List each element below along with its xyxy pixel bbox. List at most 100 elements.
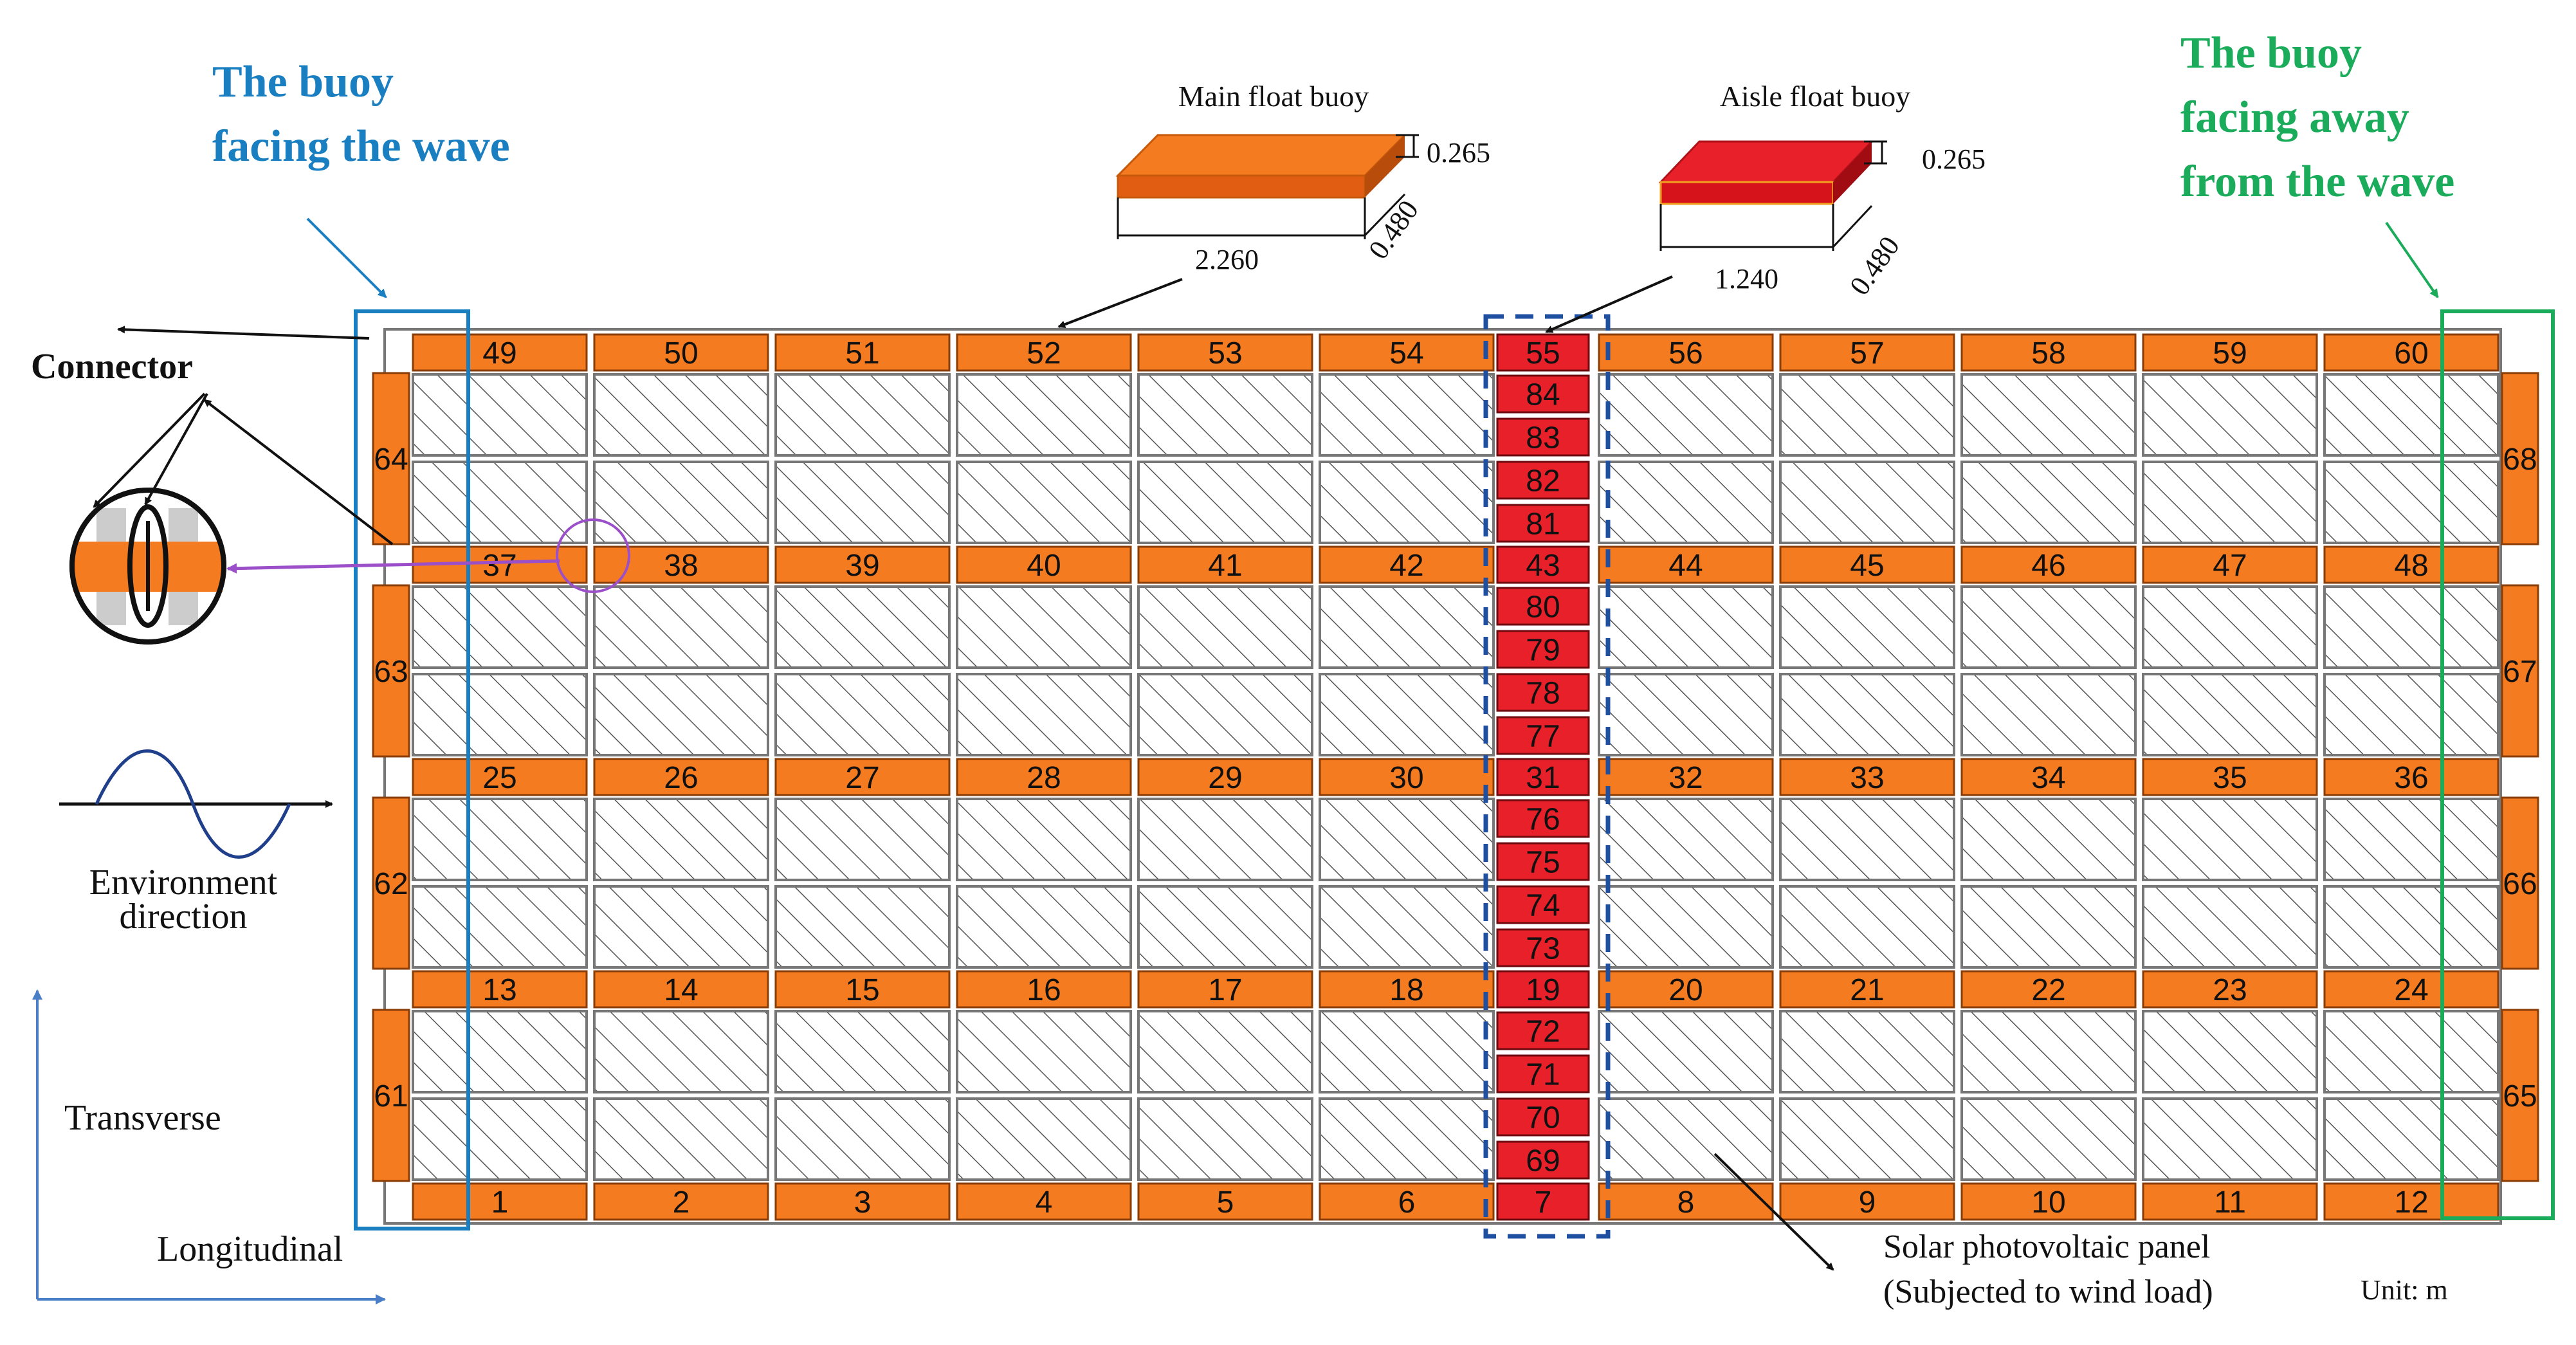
left-side-buoy bbox=[372, 1009, 410, 1182]
main-buoy-number: 40 bbox=[1027, 549, 1061, 583]
solar-panel bbox=[1960, 885, 2137, 969]
aisle-buoy-number: 80 bbox=[1526, 590, 1560, 625]
main-buoy bbox=[593, 1182, 769, 1221]
main-buoy bbox=[1137, 333, 1313, 372]
aisle-buoy-side-face bbox=[1833, 142, 1872, 204]
main-buoy bbox=[774, 1182, 951, 1221]
solar-panel bbox=[1779, 798, 1955, 881]
solar-panel bbox=[1598, 1010, 1774, 1093]
right-side-buoy-number: 68 bbox=[2503, 443, 2537, 477]
solar-panel bbox=[956, 373, 1132, 457]
main-buoy-number: 44 bbox=[1668, 549, 1703, 583]
main-buoy-number: 52 bbox=[1027, 336, 1061, 371]
main-buoy-number: 46 bbox=[2031, 549, 2065, 583]
aisle-dim-height: 0.265 bbox=[1922, 143, 1986, 175]
main-buoy bbox=[1779, 970, 1955, 1009]
main-buoy bbox=[2323, 545, 2499, 584]
right-side-buoy bbox=[2501, 1009, 2539, 1182]
solar-panel bbox=[593, 373, 769, 457]
solar-panel bbox=[1137, 673, 1313, 756]
aisle-buoy bbox=[1496, 842, 1590, 881]
connector-zoom-panel-left-low bbox=[96, 592, 126, 625]
solar-panel bbox=[1598, 885, 1774, 969]
main-buoy bbox=[1960, 1182, 2137, 1221]
aisle-dim-width-line bbox=[1832, 205, 1873, 248]
solar-panel bbox=[2142, 1010, 2318, 1093]
aisle-buoy bbox=[1496, 716, 1590, 755]
connector-arrow-zoom bbox=[93, 392, 206, 508]
solar-panel bbox=[412, 585, 588, 669]
solar-panel bbox=[956, 673, 1132, 756]
main-buoy-number: 23 bbox=[2213, 973, 2247, 1007]
aisle-buoy-number: 74 bbox=[1526, 889, 1560, 923]
solar-panel bbox=[956, 885, 1132, 969]
main-buoy-number: 9 bbox=[1859, 1185, 1876, 1220]
aisle-buoy-number: 83 bbox=[1526, 421, 1560, 455]
main-buoy bbox=[1598, 545, 1774, 584]
main-buoy-number: 24 bbox=[2394, 973, 2428, 1007]
solar-panel bbox=[1319, 798, 1495, 881]
solar-panel bbox=[1960, 585, 2137, 669]
aisle-buoy-number: 78 bbox=[1526, 677, 1560, 711]
main-buoy-number: 16 bbox=[1027, 973, 1061, 1007]
aisle-buoy bbox=[1496, 885, 1590, 924]
main-buoy bbox=[774, 333, 951, 372]
left-side-buoy-number: 63 bbox=[374, 655, 408, 689]
main-buoy bbox=[2323, 333, 2499, 372]
solar-panel bbox=[593, 461, 769, 544]
main-buoy-number: 37 bbox=[482, 549, 516, 583]
solar-panel bbox=[1598, 1097, 1774, 1181]
transverse-label: Transverse bbox=[64, 1098, 221, 1138]
solar-panel bbox=[774, 798, 951, 881]
connector-pointer-arrow bbox=[226, 559, 560, 574]
main-buoy-number: 42 bbox=[1389, 549, 1423, 583]
main-buoy-number: 38 bbox=[664, 549, 698, 583]
solar-panel bbox=[956, 1097, 1132, 1181]
aisle-row-buoy bbox=[1496, 970, 1590, 1009]
away-facing-title-1: The buoy bbox=[2180, 28, 2362, 78]
main-buoy-number: 22 bbox=[2031, 973, 2065, 1007]
main-buoy bbox=[412, 758, 588, 796]
aisle-buoy-number: 71 bbox=[1526, 1058, 1560, 1092]
solar-panel bbox=[1779, 1097, 1955, 1181]
aisle-float-buoy-detail: Aisle float buoy 0.265 0.480 1.240 bbox=[1545, 80, 1986, 333]
aisle-row-buoy-number: 43 bbox=[1526, 549, 1560, 583]
solar-panel bbox=[956, 798, 1132, 881]
main-buoy-number: 41 bbox=[1208, 549, 1242, 583]
solar-panel bbox=[774, 461, 951, 544]
solar-panel bbox=[1137, 461, 1313, 544]
main-buoy bbox=[1598, 333, 1774, 372]
connector-marker-circle bbox=[556, 518, 630, 593]
main-buoy bbox=[1137, 970, 1313, 1009]
solar-panel bbox=[1319, 885, 1495, 969]
aisle-buoy-pointer bbox=[1545, 275, 1673, 333]
main-buoy-number: 47 bbox=[2213, 549, 2247, 583]
solar-panel bbox=[593, 1097, 769, 1181]
connector-detail bbox=[69, 488, 630, 645]
aisle-buoy bbox=[1496, 417, 1590, 457]
solar-panel bbox=[2323, 885, 2499, 969]
main-buoy bbox=[956, 333, 1132, 372]
solar-panel bbox=[2323, 373, 2499, 457]
solar-panel bbox=[1960, 1010, 2137, 1093]
main-buoy bbox=[2323, 1182, 2499, 1221]
main-buoy-number: 39 bbox=[845, 549, 879, 583]
main-buoy-number: 13 bbox=[482, 973, 516, 1007]
main-buoy-side-face bbox=[1365, 135, 1405, 197]
main-buoy-number: 3 bbox=[854, 1185, 872, 1220]
solar-panel bbox=[1960, 798, 2137, 881]
solar-panel bbox=[1779, 885, 1955, 969]
solar-panel bbox=[2323, 1097, 2499, 1181]
main-buoy-number: 36 bbox=[2394, 761, 2428, 795]
main-buoy bbox=[412, 970, 588, 1009]
main-buoy bbox=[2142, 1182, 2318, 1221]
main-buoy bbox=[1137, 545, 1313, 584]
main-buoy bbox=[1779, 758, 1955, 796]
aisle-buoy-number: 82 bbox=[1526, 464, 1560, 499]
connector-icon bbox=[127, 504, 169, 628]
solar-panel bbox=[2142, 1097, 2318, 1181]
solar-panel bbox=[1598, 585, 1774, 669]
aisle-buoy-number: 73 bbox=[1526, 932, 1560, 966]
main-buoy-number: 48 bbox=[2394, 549, 2428, 583]
